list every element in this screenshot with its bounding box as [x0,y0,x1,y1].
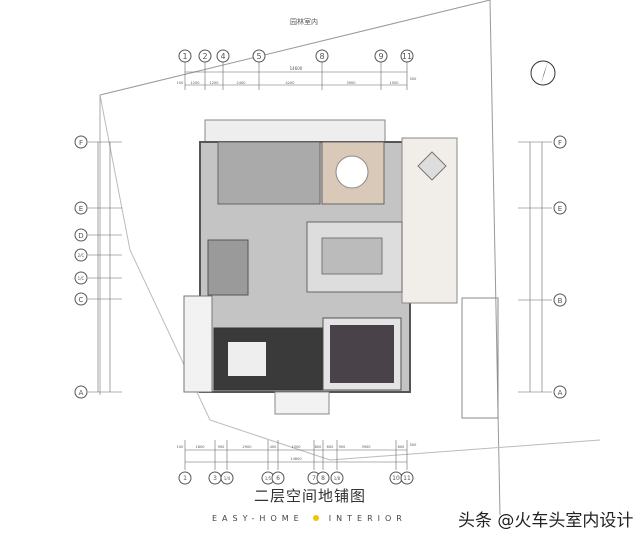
dim: 1500 [292,445,301,449]
dim: 3900 [362,445,371,449]
axis-label: 9 [378,52,383,61]
kitchen [217,141,321,205]
left-dimensions [88,141,122,393]
axis-label: C [79,296,84,304]
dim: 100 [177,81,184,85]
site-curve [99,94,601,461]
axis-label: 11 [402,52,412,61]
north-arrow-icon [530,60,556,86]
sofa-set [321,237,383,275]
axis-label: 1/5 [265,476,272,481]
right-dimensions [518,141,552,393]
axis-label: 1/4 [224,476,231,481]
brand-right: INTERIOR [328,514,407,523]
axis-label: 2 [202,52,207,61]
study-rug [330,325,394,383]
axis-label: A [79,389,84,397]
top-dimensions [184,60,408,90]
dim: 2900 [243,445,252,449]
dim: 100 [177,445,184,449]
dim: 800 [315,445,322,449]
axis-label: 1/8 [334,476,341,481]
dim: 900 [339,445,346,449]
dim: 900 [218,445,225,449]
dim: 500 [410,77,417,81]
axis-label: 10 [392,475,400,482]
axis-label: B [558,297,563,305]
axis-label: 7 [312,475,316,482]
axis-label: F [558,139,562,147]
axis-label: 8 [319,52,324,61]
top-axis-bubbles [178,49,414,63]
right-axis-bubbles [553,135,567,399]
top-note: 园林室内 [290,17,318,26]
dim: 600 [327,445,334,449]
axis-label: 5 [256,52,261,61]
bottom-total: 14600 [290,457,301,461]
axis-label: 1 [182,52,187,61]
brand-logo: EASY-HOME INTERIOR [212,514,407,523]
axis-label: E [558,205,562,213]
top-total: 14600 [290,66,303,71]
axis-label: 4 [220,52,225,61]
drawing-title: 二层空间地铺图 [254,487,367,505]
brand-left: EASY-HOME [212,514,304,523]
dim: 1200 [191,81,200,85]
site-boundary [99,0,501,516]
dim: 1800 [196,445,205,449]
watermark: 头条 @火车头室内设计 [458,511,634,531]
axis-label: D [78,232,83,240]
balcony-bottom [274,391,330,415]
axis-label: 1/C [78,276,85,281]
axis-label: 2/C [78,253,85,258]
dim: 4200 [286,81,295,85]
dim: 2400 [237,81,246,85]
left-axis-bubbles [74,135,88,399]
exterior-stairs [461,297,499,419]
dim: 400 [270,445,277,449]
stairs [207,239,249,296]
axis-label: 1 [183,475,187,482]
dim: 1200 [210,81,219,85]
dim: 1500 [390,81,399,85]
brand-dot-icon [313,515,320,521]
balcony-top [204,119,386,143]
dim: 3900 [347,81,356,85]
bed [228,342,266,376]
dim: 600 [398,445,405,449]
axis-label: A [558,389,563,397]
axis-label: 8 [321,475,325,482]
axis-label: F [79,139,83,147]
bottom-axis-bubbles [178,471,414,485]
dim: 500 [410,443,417,447]
axis-label: 6 [276,475,280,482]
axis-label: 3 [213,475,217,482]
terrace-table [417,151,447,181]
axis-label: E [79,205,83,213]
axis-label: 11 [403,475,411,482]
balcony-left [183,295,213,393]
dining-table [335,155,369,189]
bottom-dimensions [184,440,408,470]
